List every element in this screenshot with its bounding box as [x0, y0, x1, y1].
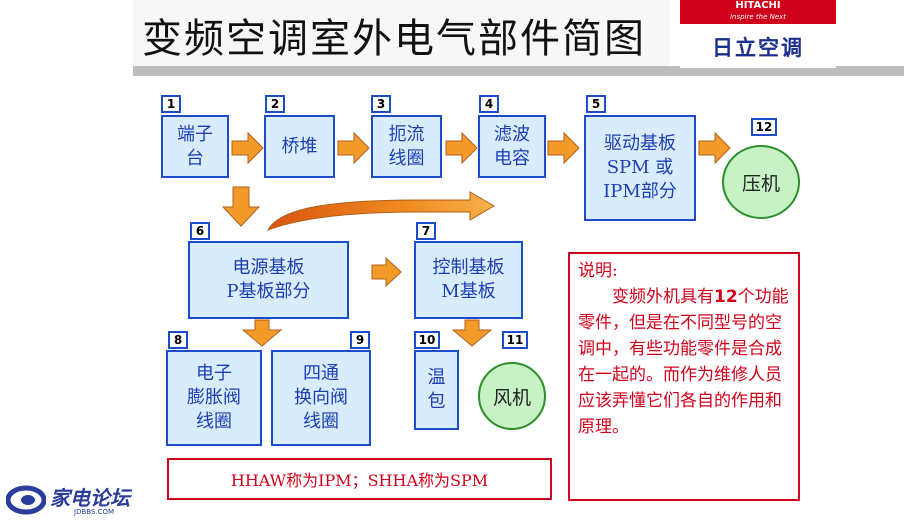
badge-number: 8: [168, 331, 188, 349]
arrow-4-5: [547, 131, 580, 165]
box-expansion-valve-coil: 电子膨胀阀线圈: [166, 350, 262, 446]
forum-name: 家电论坛: [50, 486, 130, 510]
badge-number: 10: [414, 331, 440, 349]
arrow-1-2: [231, 131, 264, 165]
arrow-1-6: [221, 186, 261, 227]
box-label: 桥堆: [281, 135, 318, 157]
forum-url: JDBBS.COM: [74, 508, 115, 516]
note-body: 变频外机具有12个功能零件，但是在不同型号的空调中，有些功能零件是合成在一起的。…: [578, 284, 790, 440]
box-label: 温: [427, 367, 446, 388]
circle-label: 风机: [492, 386, 531, 409]
compressor-circle: 压机: [722, 145, 800, 219]
explanation-note: 说明: 变频外机具有12个功能零件，但是在不同型号的空调中，有些功能零件是合成在…: [568, 252, 800, 501]
box-label: 线圈: [196, 411, 232, 432]
box-label: 电子: [196, 363, 232, 384]
arrow-5-12: [698, 131, 731, 165]
badge-number: 3: [371, 95, 391, 113]
box-choke-coil: 扼流线圈: [371, 115, 442, 178]
note-heading: 说明:: [578, 261, 618, 281]
badge-number: 4: [479, 95, 499, 113]
badge-number: 1: [161, 95, 181, 113]
forum-watermark: 家电论坛 JDBBS.COM: [6, 480, 136, 518]
box-label: IPM部分: [603, 181, 677, 202]
box-label: 台: [186, 147, 204, 169]
caption-box: HHAW称为IPM；SHHA称为SPM: [167, 458, 552, 500]
arrow-7-1011: [451, 319, 493, 347]
arrow-6-5-curve: [266, 191, 495, 231]
header-band: [133, 0, 670, 76]
fan-motor-circle: 风机: [478, 362, 546, 430]
arrow-3-4: [445, 131, 478, 165]
box-label: 滤波: [494, 123, 530, 145]
brand-label: 日立空调: [680, 28, 836, 68]
box-label: 膨胀阀: [187, 387, 241, 408]
note-text: 变频外机具有: [612, 287, 714, 307]
box-label: 线圈: [388, 147, 425, 169]
arrow-6-7: [371, 256, 402, 288]
box-label: 包: [427, 391, 446, 412]
note-count: 12: [714, 287, 738, 307]
hitachi-logo: HITACHI Inspire the Next: [680, 0, 836, 24]
badge-number: 9: [350, 331, 370, 349]
page-title: 变频空调室外电气部件简图: [142, 16, 646, 62]
badge-number: 6: [190, 222, 210, 240]
box-label: 四通: [303, 363, 339, 384]
arrow-2-3: [337, 131, 370, 165]
box-label: SPM 或: [606, 157, 674, 178]
forum-logo-icon: [6, 485, 46, 515]
box-terminal-block: 端子台: [161, 115, 229, 178]
box-label: 电源基板: [232, 257, 305, 278]
note-text: 个功能零件，但是在不同型号的空调中，有些功能零件是合成在一起的。而作为维修人员应…: [578, 287, 789, 437]
arrow-6-89: [241, 319, 283, 347]
badge-number: 12: [751, 118, 777, 136]
brand-slogan: Inspire the Next: [729, 13, 787, 21]
box-label: 线圈: [303, 411, 339, 432]
circle-label: 压机: [741, 172, 780, 195]
box-label: M基板: [441, 281, 496, 302]
header-divider: [133, 66, 904, 76]
box-temp-sensor: 温包: [414, 350, 459, 430]
badge-number: 7: [416, 222, 436, 240]
box-label: 驱动基板: [604, 133, 676, 154]
box-label: 控制基板: [432, 257, 505, 278]
badge-number: 11: [502, 331, 528, 349]
badge-number: 5: [586, 95, 606, 113]
brand-name: HITACHI: [735, 0, 781, 11]
box-label: 扼流: [388, 123, 425, 145]
box-label: 电容: [494, 147, 530, 169]
box-label: 端子: [177, 123, 213, 145]
box-driver-board: 驱动基板 SPM 或 IPM部分: [584, 115, 696, 221]
badge-number: 2: [265, 95, 285, 113]
box-bridge: 桥堆: [264, 115, 335, 178]
box-power-board: 电源基板 P基板部分: [188, 241, 349, 319]
box-four-way-valve-coil: 四通换向阀线圈: [271, 350, 371, 446]
box-label: 换向阀: [294, 387, 348, 408]
box-filter-capacitor: 滤波电容: [478, 115, 546, 178]
left-margin: [0, 0, 133, 522]
box-label: P基板部分: [226, 281, 311, 302]
box-control-board: 控制基板 M基板: [414, 241, 523, 319]
